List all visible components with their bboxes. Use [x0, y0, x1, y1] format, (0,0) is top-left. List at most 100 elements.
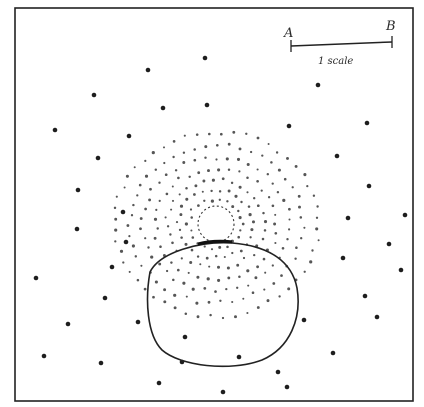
inner-dot [282, 198, 286, 202]
inner-dot [288, 207, 291, 211]
inner-dot [277, 168, 281, 172]
inner-dot [263, 220, 268, 224]
inner-dot [272, 282, 276, 285]
inner-dot [210, 189, 213, 193]
inner-dot [136, 194, 139, 197]
outer-dot [202, 55, 208, 61]
outer-dot [182, 334, 188, 340]
inner-dot [288, 228, 291, 231]
inner-dot [190, 216, 193, 219]
inner-dot [251, 291, 255, 294]
inner-dot [119, 249, 124, 253]
inner-dot [298, 205, 301, 209]
inner-dot [260, 189, 263, 192]
outer-dot [398, 267, 404, 273]
inner-dot [238, 275, 241, 279]
inner-dot [303, 226, 306, 229]
inner-dot [237, 209, 240, 213]
inner-dot [152, 295, 155, 299]
outer-dot-field [33, 55, 408, 395]
inner-dot [196, 275, 200, 279]
outer-dot [236, 354, 242, 360]
inner-dot [234, 315, 237, 319]
inner-dot [312, 194, 316, 197]
inner-dot [199, 263, 202, 266]
outer-dot [41, 353, 47, 359]
inner-dot [185, 295, 188, 298]
inner-dot [153, 217, 158, 221]
inner-dot [254, 276, 258, 280]
inner-dot [294, 164, 298, 168]
inner-dot [276, 190, 280, 194]
inner-dot [187, 271, 190, 274]
inner-dot [140, 264, 143, 267]
inner-dot [130, 214, 134, 217]
inner-dot [242, 256, 246, 260]
inner-dot [238, 147, 242, 151]
inner-dot [227, 168, 231, 171]
inner-dot [201, 190, 204, 193]
outer-dot [366, 183, 372, 189]
inner-dot [144, 159, 147, 163]
inner-dot [172, 140, 176, 143]
inner-dot [122, 261, 125, 264]
inner-dot [234, 194, 238, 198]
inner-dot [180, 257, 183, 260]
inner-dot [239, 229, 242, 232]
inner-dot [191, 287, 195, 291]
inner-dot [190, 229, 193, 232]
inner-dot [155, 208, 158, 211]
inner-dot [295, 246, 298, 249]
inner-dot [193, 158, 197, 162]
inner-dot [238, 216, 242, 220]
inner-dot [173, 293, 177, 297]
inner-dot [218, 245, 222, 249]
inner-dot [316, 205, 319, 208]
inner-dot [287, 287, 291, 291]
inner-dot [203, 199, 206, 202]
inner-dot [173, 306, 177, 310]
inner-dot [227, 276, 231, 280]
inner-dot [226, 245, 229, 249]
inner-dot [184, 222, 188, 226]
inner-dot [219, 132, 223, 136]
inner-dot [267, 142, 270, 146]
inner-dot [162, 146, 166, 149]
inner-dot [184, 242, 188, 246]
inner-dot [197, 204, 200, 207]
outer-dot [402, 212, 408, 218]
inner-dot [231, 205, 235, 209]
inner-dot [241, 222, 245, 226]
inner-dot [245, 132, 248, 135]
inner-dot [171, 185, 174, 188]
inner-dot [237, 235, 240, 239]
inner-dot [256, 265, 260, 269]
inner-dot [239, 249, 243, 253]
inner-dot [242, 297, 245, 300]
inner-dot [179, 213, 183, 217]
outer-dot [275, 369, 281, 375]
inner-dot [196, 255, 200, 258]
inner-dot [144, 174, 149, 178]
inner-dot [211, 178, 215, 182]
inner-dot [236, 286, 239, 289]
inner-dot [143, 287, 147, 291]
inner-dot [231, 300, 234, 304]
inner-dot [225, 157, 229, 161]
inner-dot [294, 257, 297, 260]
inner-dot [123, 186, 126, 189]
inner-dot [172, 278, 175, 282]
inner-dot [172, 155, 175, 159]
inner-dot [250, 228, 254, 232]
inner-dot [158, 181, 161, 184]
inner-dot [144, 207, 147, 211]
inner-dot [270, 161, 273, 164]
inner-dot [214, 290, 217, 293]
inner-dot [266, 172, 270, 176]
inner-dot [178, 228, 182, 232]
inner-dot [214, 254, 218, 258]
inner-dot [114, 240, 117, 243]
inner-dot [196, 315, 200, 319]
inner-dot [170, 208, 173, 211]
inner-dot [203, 287, 207, 290]
